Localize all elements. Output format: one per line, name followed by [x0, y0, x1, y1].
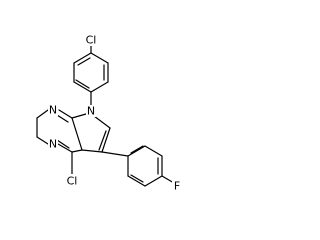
bond	[98, 130, 107, 151]
bond	[71, 117, 83, 151]
bond	[56, 139, 70, 149]
bond	[57, 143, 73, 153]
bond	[127, 175, 146, 187]
atom-labels: Cl N N N Cl F	[48, 33, 182, 193]
bond	[58, 109, 73, 119]
bond	[144, 145, 163, 157]
bond	[130, 145, 144, 154]
bond	[73, 81, 92, 93]
chlorine-atom-top: Cl	[86, 34, 97, 47]
bond	[75, 79, 90, 89]
pyrimidine-ring	[36, 109, 83, 153]
bond	[36, 136, 49, 145]
nitrogen-atom-n1: N	[49, 104, 57, 117]
chlorine-atom-bottom: Cl	[67, 175, 78, 188]
bond	[130, 174, 144, 183]
fluorine-atom: F	[174, 180, 180, 193]
bond	[77, 57, 91, 66]
bond	[71, 149, 83, 153]
bond	[144, 175, 163, 187]
fluorophenyl-ring	[127, 145, 163, 187]
bond	[127, 145, 146, 157]
bond	[101, 127, 111, 153]
chemical-structure-diagram: Cl N N N Cl F	[36, 33, 182, 193]
bond	[36, 109, 49, 119]
bond	[101, 151, 129, 157]
nitrogen-atom-n7: N	[87, 105, 95, 118]
bond	[90, 81, 109, 93]
bond	[73, 52, 92, 64]
bond	[56, 114, 69, 123]
chlorophenyl-ring	[73, 45, 109, 93]
bond	[93, 115, 111, 129]
bond	[81, 149, 103, 153]
nitrogen-atom-n3: N	[49, 138, 57, 151]
bond	[71, 113, 87, 119]
bond	[90, 52, 109, 64]
pyrrole-ring	[71, 113, 111, 153]
